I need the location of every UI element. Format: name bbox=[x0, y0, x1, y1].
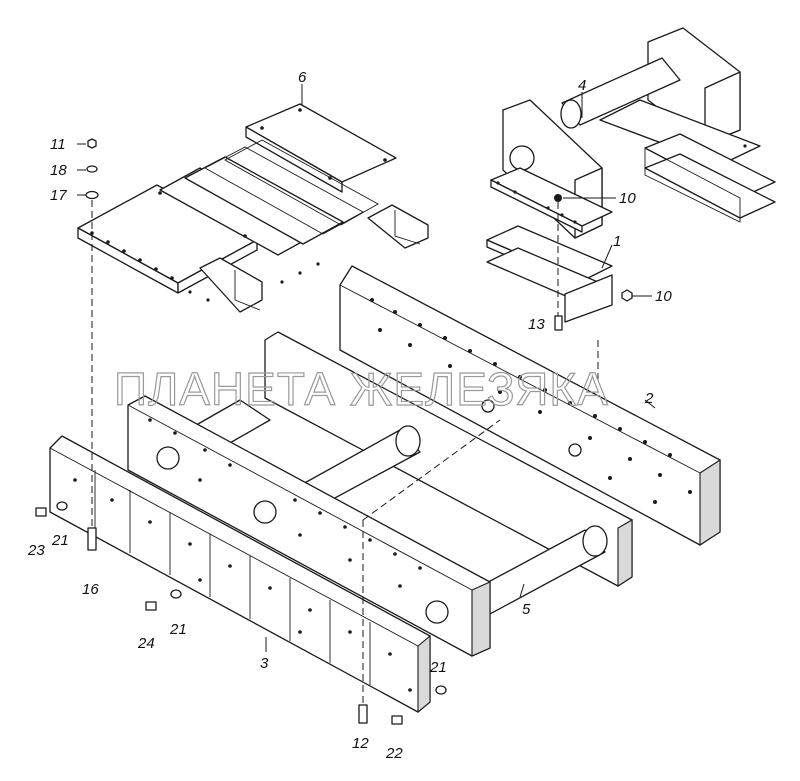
callout-17: 17 bbox=[50, 187, 67, 204]
callout-3: 3 bbox=[260, 655, 269, 672]
callout-12: 12 bbox=[352, 735, 369, 752]
callout-leaders bbox=[77, 84, 656, 652]
callout-22: 22 bbox=[385, 745, 403, 762]
callout-2: 2 bbox=[644, 390, 654, 407]
callout-10-lower: 10 bbox=[655, 288, 672, 305]
fasteners bbox=[35, 138, 633, 725]
callout-21-left: 21 bbox=[51, 532, 69, 549]
callout-16: 16 bbox=[82, 581, 99, 598]
callout-6: 6 bbox=[298, 69, 307, 86]
part-5-frame bbox=[127, 331, 633, 657]
watermark-text: ПЛАНЕТА ЖЕЛЕЗЯКА bbox=[114, 363, 609, 415]
callout-24: 24 bbox=[137, 635, 155, 652]
callout-1: 1 bbox=[613, 233, 621, 250]
callout-21-right: 21 bbox=[429, 659, 447, 676]
callout-5: 5 bbox=[522, 601, 531, 618]
part-2-right-rail bbox=[339, 265, 721, 547]
callout-11: 11 bbox=[50, 136, 66, 153]
part-4-bracket bbox=[490, 27, 761, 239]
assembly-lines bbox=[91, 200, 599, 705]
callout-10-upper: 10 bbox=[619, 190, 636, 207]
callout-18: 18 bbox=[50, 162, 67, 179]
callout-13: 13 bbox=[528, 316, 545, 333]
part-3-channel bbox=[49, 435, 431, 714]
callout-4: 4 bbox=[578, 77, 586, 94]
callouts: 1 2 3 4 5 6 10 10 11 12 13 16 17 18 21 2… bbox=[27, 69, 672, 762]
callout-23: 23 bbox=[27, 542, 45, 559]
callout-21-mid: 21 bbox=[169, 621, 187, 638]
part-1-clamp-plates bbox=[486, 133, 776, 323]
part-6-platform bbox=[77, 103, 429, 313]
